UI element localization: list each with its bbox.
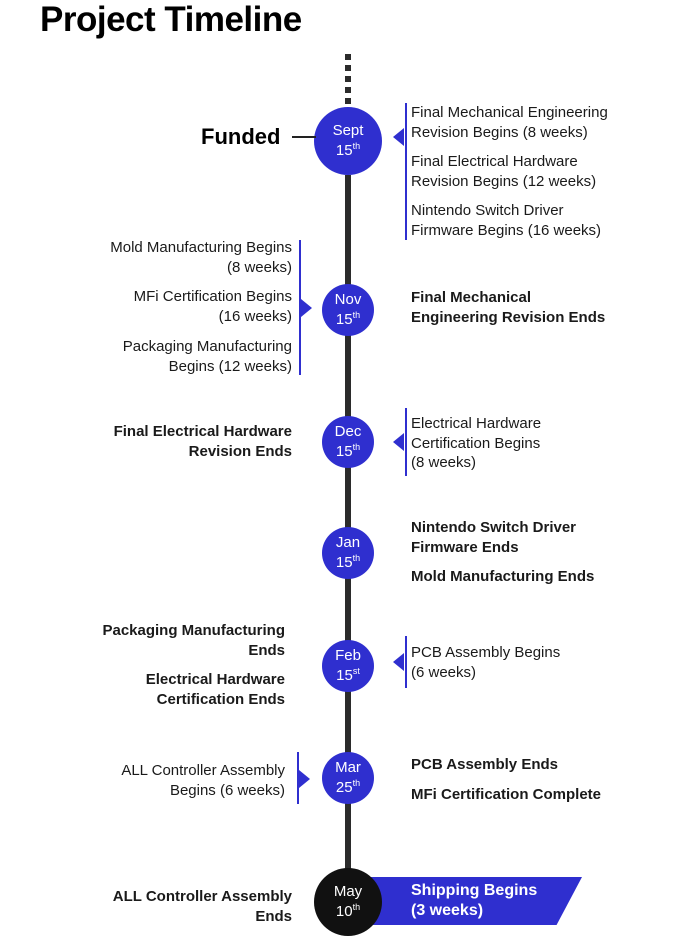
- node-day-suffix: th: [352, 141, 361, 151]
- node-day: 15: [335, 142, 353, 159]
- node-month: Sept: [332, 122, 364, 139]
- node-dec: Dec 15th: [322, 416, 374, 468]
- node-month: Nov: [334, 291, 362, 308]
- node-mar: Mar 25th: [322, 752, 374, 804]
- node-day: 25: [335, 779, 353, 796]
- node-day-suffix: th: [352, 442, 361, 452]
- bracket-line: [405, 636, 407, 688]
- event-item: PCB Assembly Begins(6 weeks): [411, 644, 561, 681]
- node-month: Jan: [335, 534, 361, 551]
- event-item: PCB Assembly Ends: [411, 756, 558, 773]
- pointer-right-icon: [301, 299, 312, 317]
- node-day: 15: [336, 667, 353, 684]
- bracket-line: [405, 408, 407, 476]
- funded-connector: [292, 136, 316, 138]
- event-item: Mold Manufacturing Ends: [411, 568, 595, 585]
- node-day: 15: [335, 443, 353, 460]
- node-month: Feb: [335, 647, 361, 664]
- bracket-line: [299, 240, 301, 375]
- event-item: Mold Manufacturing Begins(8 weeks): [110, 239, 292, 276]
- pointer-left-icon: [393, 128, 404, 146]
- node-nov: Nov 15th: [322, 284, 374, 336]
- node-day-suffix: th: [352, 310, 361, 320]
- event-item: MFi Certification Begins(16 weeks): [133, 288, 292, 325]
- node-month: Mar: [335, 759, 361, 776]
- node-feb: Feb 15st: [322, 640, 374, 692]
- node-day-suffix: st: [352, 666, 360, 676]
- shipping-label: Shipping Begins(3 weeks): [411, 882, 538, 919]
- node-day: 15: [335, 554, 353, 571]
- node-day-suffix: th: [352, 553, 361, 563]
- bracket-line: [405, 103, 407, 240]
- node-month: Dec: [334, 423, 362, 440]
- node-month: May: [333, 883, 363, 900]
- shipping-banner: [370, 877, 582, 925]
- node-sept: Sept 15th: [314, 107, 382, 175]
- node-day: 10: [335, 903, 353, 920]
- node-jan: Jan 15th: [322, 527, 374, 579]
- timeline-dotted-start: [345, 54, 351, 110]
- pointer-right-icon: [299, 770, 310, 788]
- funded-label: Funded: [201, 124, 281, 149]
- node-day-suffix: th: [352, 902, 361, 912]
- timeline-line: [345, 175, 351, 875]
- page-title: Project Timeline: [40, 0, 302, 39]
- pointer-left-icon: [393, 653, 404, 671]
- node-day-suffix: th: [352, 778, 361, 788]
- pointer-left-icon: [393, 433, 404, 451]
- node-may: May 10th: [314, 868, 382, 936]
- node-day: 15: [335, 311, 353, 328]
- event-item: MFi Certification Complete: [411, 786, 602, 803]
- bracket-line: [297, 752, 299, 804]
